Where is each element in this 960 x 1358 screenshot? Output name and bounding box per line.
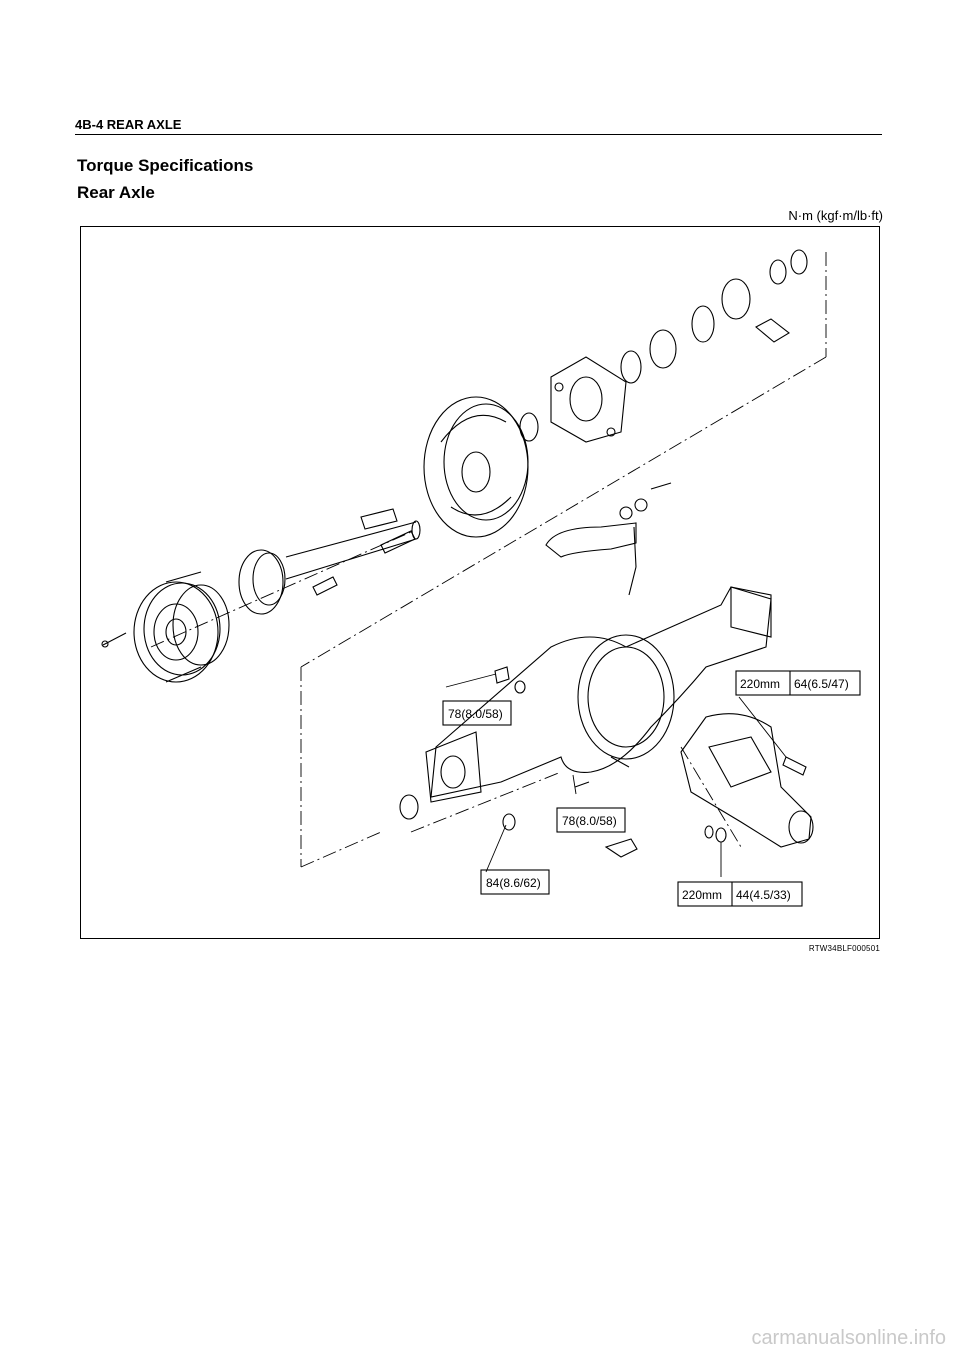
bolt-length-label-1: 220mm (740, 677, 780, 691)
backing-plate-part (423, 396, 529, 538)
page-header: 4B-4 REAR AXLE (75, 116, 882, 135)
small-hardware-part (494, 666, 807, 858)
axle-shaft-part (238, 508, 421, 615)
torque-label-5: 44(4.5/33) (736, 888, 791, 902)
torque-label-2: 78(8.0/58) (562, 814, 617, 828)
watermark: carmanualsonline.info (751, 1327, 946, 1349)
wheel-bolt-part (312, 530, 416, 596)
differential-carrier-part (680, 713, 814, 848)
brake-drum-part (133, 571, 230, 683)
figure-code: RTW34BLF000501 (808, 944, 880, 953)
torque-label-3: 84(8.6/62) (486, 876, 541, 890)
section-header: 4B-4 REAR AXLE (75, 117, 182, 132)
exploded-diagram: 78(8.0/58) 78(8.0/58) 84(8.6/62) 220mm 6… (80, 226, 880, 939)
torque-box-5 (677, 881, 803, 907)
leader-lines (445, 673, 787, 877)
bolt-length-label-2: 220mm (682, 888, 722, 902)
drum-screw-part (101, 632, 127, 648)
torque-box-1 (442, 700, 512, 726)
assembly-outline (150, 252, 827, 868)
breather-hose-part (545, 482, 672, 596)
torque-box-2 (556, 807, 626, 833)
page-subtitle: Rear Axle (77, 183, 155, 202)
torque-box-4 (735, 670, 861, 696)
rear-axle-illustration: 78(8.0/58) 78(8.0/58) 84(8.6/62) 220mm 6… (101, 249, 861, 907)
axle-housing-part (399, 586, 772, 820)
page-title: Torque Specifications (77, 156, 254, 175)
torque-label-1: 78(8.0/58) (448, 707, 503, 721)
bearing-set-part (620, 249, 808, 384)
torque-label-4: 64(6.5/47) (794, 677, 849, 691)
bearing-housing-part (519, 356, 627, 443)
units-note: N·m (kgf·m/lb·ft) (788, 208, 883, 223)
torque-box-3 (480, 869, 550, 895)
